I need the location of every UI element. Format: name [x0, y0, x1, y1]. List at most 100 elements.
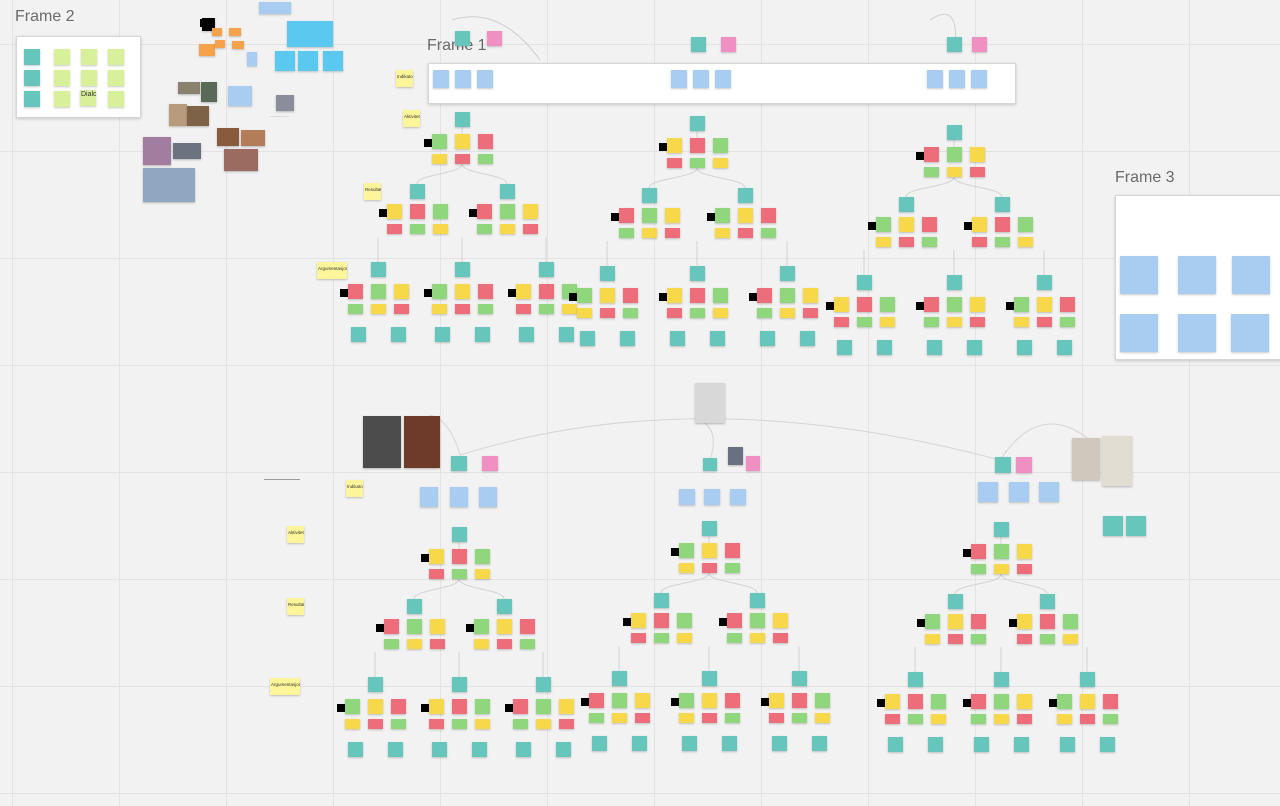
sticky-note-yellow[interactable]	[931, 714, 946, 724]
sticky-note-teal[interactable]	[792, 671, 807, 686]
sticky-note-red[interactable]	[1017, 564, 1032, 574]
sticky-note-teal[interactable]	[1014, 737, 1029, 752]
sticky-note-teal[interactable]	[472, 742, 487, 757]
sticky-note-teal[interactable]	[592, 736, 607, 751]
sticky-note-yellow[interactable]	[769, 693, 784, 708]
sticky-label-argumentasjon[interactable]: Argumentasjon	[317, 262, 347, 279]
sticky-note-lime[interactable]	[108, 70, 124, 86]
sticky-note-red[interactable]	[455, 154, 470, 164]
black-square-marker[interactable]	[623, 618, 631, 626]
sticky-note-blue[interactable]	[1039, 482, 1059, 502]
sticky-note-red[interactable]	[665, 228, 680, 238]
sticky-note-teal[interactable]	[559, 327, 574, 342]
black-square-marker[interactable]	[421, 704, 429, 712]
sticky-note-green[interactable]	[391, 719, 406, 729]
sticky-note-red[interactable]	[1017, 714, 1032, 724]
sticky-note-blue[interactable]	[971, 70, 987, 88]
sticky-note-yellow[interactable]	[1037, 297, 1052, 312]
sticky-note-teal[interactable]	[812, 736, 827, 751]
sticky-note-red[interactable]	[394, 304, 409, 314]
sticky-note-orange[interactable]	[229, 28, 241, 36]
sticky-note-teal[interactable]	[455, 31, 470, 46]
sticky-note-yellow[interactable]	[1017, 614, 1032, 629]
sticky-note-yellow[interactable]	[702, 693, 717, 708]
sticky-note-orange[interactable]	[215, 40, 225, 48]
sticky-note-green[interactable]	[536, 699, 551, 714]
black-square-marker[interactable]	[379, 209, 387, 217]
sticky-note-orange[interactable]	[212, 28, 222, 36]
sticky-note-blue[interactable]	[679, 489, 695, 505]
sticky-note-teal[interactable]	[995, 457, 1011, 473]
sticky-note-red[interactable]	[725, 693, 740, 708]
sticky-note-red[interactable]	[387, 224, 402, 234]
sticky-note-red[interactable]	[970, 167, 985, 177]
sticky-note-red[interactable]	[1017, 634, 1032, 644]
sticky-note-yellow[interactable]	[455, 284, 470, 299]
sticky-note-teal[interactable]	[432, 742, 447, 757]
sticky-note-green[interactable]	[761, 228, 776, 238]
sticky-note-green[interactable]	[679, 543, 694, 558]
sticky-note-yellow[interactable]	[1017, 694, 1032, 709]
black-square-marker[interactable]	[671, 698, 679, 706]
sticky-note-pink[interactable]	[972, 37, 987, 52]
sticky-note-blue[interactable]	[1232, 256, 1270, 294]
sticky-note-blue[interactable]	[978, 482, 998, 502]
black-square-marker[interactable]	[337, 704, 345, 712]
sticky-note-red[interactable]	[654, 613, 669, 628]
sticky-note-teal[interactable]	[690, 116, 705, 131]
sticky-note-teal[interactable]	[1103, 516, 1123, 536]
black-square-marker[interactable]	[340, 289, 348, 297]
photo-image[interactable]	[276, 95, 294, 111]
photo-image[interactable]	[224, 149, 258, 171]
sticky-note-yellow[interactable]	[474, 639, 489, 649]
sticky-note-teal[interactable]	[899, 197, 914, 212]
sticky-note-teal[interactable]	[703, 458, 717, 471]
sticky-note-red[interactable]	[899, 237, 914, 247]
black-square-marker[interactable]	[421, 554, 429, 562]
black-square-marker[interactable]	[868, 222, 876, 230]
sticky-note-green[interactable]	[1014, 297, 1029, 312]
sticky-note-green[interactable]	[971, 714, 986, 724]
sticky-note-yellow[interactable]	[702, 543, 717, 558]
sticky-note-blue[interactable]	[1231, 314, 1269, 352]
sticky-note-red[interactable]	[384, 619, 399, 634]
sticky-note-yellow[interactable]	[635, 693, 650, 708]
photo-image[interactable]	[217, 128, 239, 146]
sticky-note-teal[interactable]	[642, 188, 657, 203]
black-square-marker[interactable]	[671, 548, 679, 556]
sticky-note-lime[interactable]	[81, 70, 97, 86]
sticky-note-teal[interactable]	[539, 262, 554, 277]
sticky-note-green[interactable]	[612, 693, 627, 708]
sticky-note-teal[interactable]	[497, 599, 512, 614]
sticky-note-red[interactable]	[410, 204, 425, 219]
sticky-note-green[interactable]	[994, 544, 1009, 559]
sticky-note-yellow[interactable]	[970, 297, 985, 312]
sticky-note-green[interactable]	[715, 208, 730, 223]
sticky-note-green[interactable]	[478, 154, 493, 164]
sticky-note-yellow[interactable]	[455, 134, 470, 149]
sticky-note-pink[interactable]	[482, 456, 498, 471]
sticky-note-green[interactable]	[619, 228, 634, 238]
black-square-marker[interactable]	[505, 704, 513, 712]
sticky-note-teal[interactable]	[455, 262, 470, 277]
sticky-note-green[interactable]	[690, 158, 705, 168]
sticky-note-green[interactable]	[727, 633, 742, 643]
sticky-note-lime[interactable]	[108, 49, 124, 65]
sticky-note-red[interactable]	[727, 613, 742, 628]
sticky-note-yellow[interactable]	[432, 154, 447, 164]
sticky-note-red[interactable]	[667, 158, 682, 168]
sticky-note-red[interactable]	[885, 714, 900, 724]
black-square-marker[interactable]	[569, 293, 577, 301]
sticky-note-red[interactable]	[948, 634, 963, 644]
sticky-note-yellow[interactable]	[407, 639, 422, 649]
sticky-note-red[interactable]	[455, 304, 470, 314]
sticky-note-red[interactable]	[631, 633, 646, 643]
sticky-note-yellow[interactable]	[677, 633, 692, 643]
sticky-note-yellow[interactable]	[562, 304, 577, 314]
black-square-marker[interactable]	[424, 289, 432, 297]
sticky-note-teal[interactable]	[967, 340, 982, 355]
black-square-marker[interactable]	[917, 619, 925, 627]
sticky-note-green[interactable]	[924, 317, 939, 327]
sticky-note-yellow[interactable]	[371, 304, 386, 314]
sticky-note-yellow[interactable]	[1018, 237, 1033, 247]
